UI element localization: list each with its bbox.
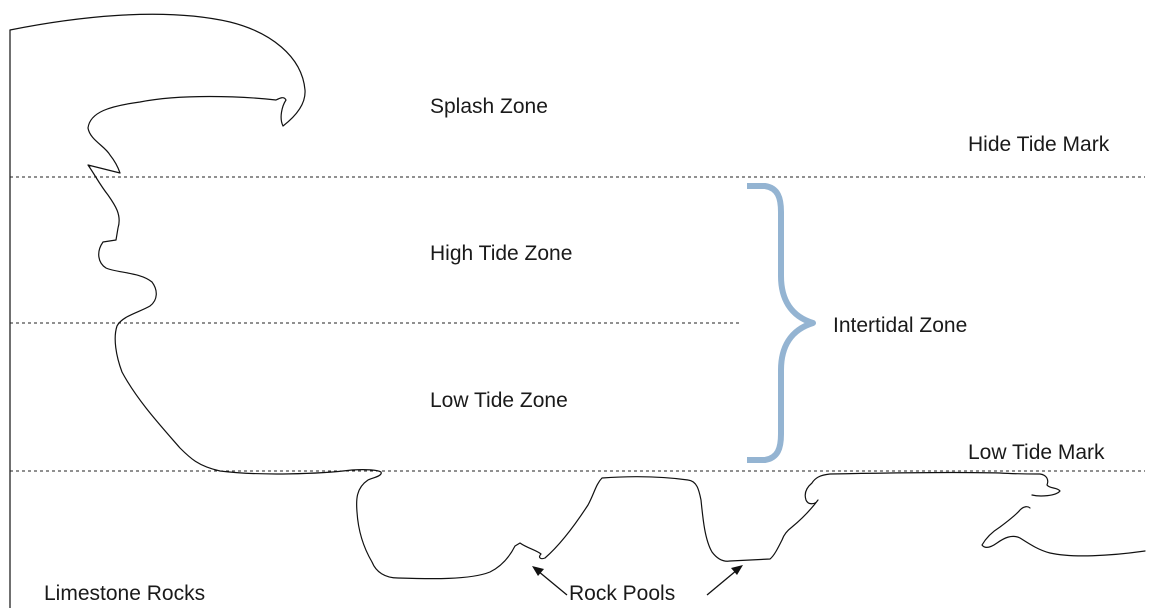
splash-zone-label: Splash Zone <box>430 95 548 118</box>
rock-pool-arrowhead-left <box>532 566 544 576</box>
intertidal-zone-brace <box>747 183 816 463</box>
rock-pool-arrowhead-right <box>731 565 743 575</box>
intertidal-zone-label: Intertidal Zone <box>833 314 967 337</box>
high-tide-zone-label: High Tide Zone <box>430 242 572 265</box>
low-tide-mark-label: Low Tide Mark <box>968 441 1105 464</box>
rock-pool-arrow-left <box>537 570 568 596</box>
rock-pools-label: Rock Pools <box>569 582 675 605</box>
limestone-rocks-label: Limestone Rocks <box>44 582 205 605</box>
cliff-outline <box>9 13 1061 580</box>
low-tide-zone-label: Low Tide Zone <box>430 389 568 412</box>
rock-pool-arrow-right <box>706 569 738 596</box>
right-rock-outline <box>981 506 1146 557</box>
high-tide-mark-label: Hide Tide Mark <box>968 133 1110 156</box>
